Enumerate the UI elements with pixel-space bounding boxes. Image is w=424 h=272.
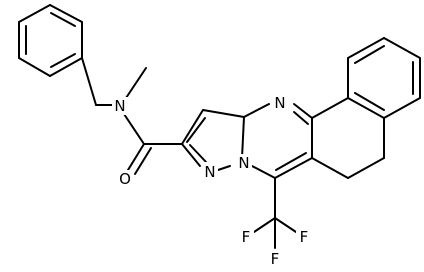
svg-text:F: F [300,228,309,246]
bond [49,4,83,23]
bond [123,113,145,145]
bond [134,147,152,175]
atom-o-carbonyl: O [117,170,133,188]
bond [18,57,51,77]
bond [311,157,349,179]
svg-text:F: F [271,250,280,268]
bond [347,97,385,119]
bond [125,67,147,99]
bond [293,111,309,125]
svg-text:N: N [204,163,215,181]
bond [186,117,206,143]
atom-labels: N O N N N F F [112,94,312,268]
bond [81,57,97,106]
atom-n-bridge: N [236,154,252,172]
bond [251,165,276,179]
bond [243,103,270,118]
atom-f-bottom: F [267,250,283,268]
bond [347,157,385,179]
bond [127,143,145,171]
bond [383,97,421,119]
bond [217,165,231,171]
bond [383,37,421,59]
bond [181,143,201,167]
bond [18,4,51,23]
bond [50,12,76,27]
bond [274,217,297,233]
svg-text:O: O [119,170,131,188]
bond [275,152,307,171]
svg-text:F: F [242,228,251,246]
bond [274,157,313,179]
bond [347,37,385,59]
bond [181,109,204,145]
atom-n-amide: N [112,97,128,115]
bond [354,92,385,111]
bond [354,45,385,64]
svg-text:N: N [114,97,125,115]
atom-f-right: F [296,228,312,246]
bond [241,116,245,159]
atom-n-pyrazole: N [202,162,218,181]
atom-n-pyrimidine: N [272,94,288,112]
svg-text:N: N [238,154,249,172]
bond [202,109,245,118]
bond [253,217,276,233]
bond [311,97,349,119]
bond [293,103,313,119]
svg-text:N: N [274,94,285,112]
bond [50,53,76,68]
atom-f-left: F [238,228,254,246]
bond [49,57,83,77]
bond [189,144,207,163]
bond-group [18,4,421,249]
